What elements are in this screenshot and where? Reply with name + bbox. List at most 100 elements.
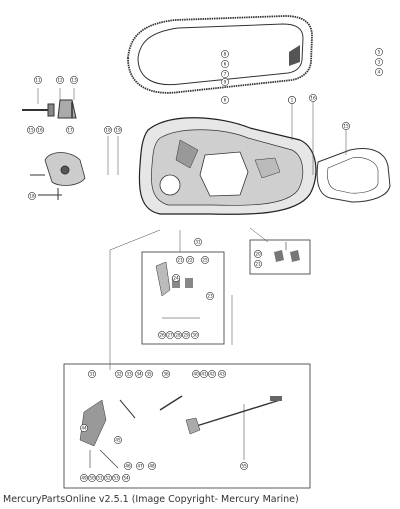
callout-bot-20: 53 <box>112 474 120 482</box>
callout-label: 5 <box>378 50 381 55</box>
callout-left-4: 18 <box>104 126 112 134</box>
callout-circle <box>221 50 229 58</box>
callout-label: 15 <box>343 124 349 129</box>
callout-mid-6: 26 <box>158 331 166 339</box>
callout-circle <box>104 474 112 482</box>
callout-circle <box>96 474 104 482</box>
cowl-seal <box>127 15 313 94</box>
control-detail-box <box>63 363 311 489</box>
callout-circle <box>375 68 383 76</box>
callout-circle <box>186 256 194 264</box>
callout-mid-3: 25 <box>201 256 209 264</box>
callout-top-left-3: 7 <box>221 70 229 78</box>
callout-label: 31 <box>195 240 201 245</box>
callout-bot-21: 54 <box>122 474 130 482</box>
callout-bot-6: 36 <box>162 370 170 378</box>
callout-label: 49 <box>81 476 87 481</box>
callout-label: 43 <box>219 372 225 377</box>
callout-bot-2: 32 <box>115 370 123 378</box>
callout-circle <box>288 96 296 104</box>
callout-label: 30 <box>192 333 198 338</box>
callout-circle <box>136 462 144 470</box>
callout-label: 9 <box>224 80 227 85</box>
callout-label: 8 <box>224 52 227 57</box>
callout-bot-10: 43 <box>218 370 226 378</box>
callout-bot-8: 41 <box>200 370 208 378</box>
fastener-detail-box <box>249 239 311 275</box>
callout-handle-2: 12 <box>56 76 64 84</box>
callout-label: 21 <box>255 262 261 267</box>
callout-label: 52 <box>105 476 111 481</box>
callout-label: 54 <box>123 476 129 481</box>
callout-circle <box>114 126 122 134</box>
callout-left-3: 17 <box>66 126 74 134</box>
callout-label: 34 <box>136 372 142 377</box>
callout-top-right-3: 4 <box>375 68 383 76</box>
callout-circle <box>112 474 120 482</box>
callout-top-left-4: 9 <box>221 78 229 86</box>
callout-label: 12 <box>57 78 63 83</box>
bottom-cowl-pan <box>138 117 317 215</box>
callout-label: 41 <box>201 372 207 377</box>
callout-label: 21 <box>177 258 183 263</box>
callout-circle <box>172 274 180 282</box>
callout-mid-7: 27 <box>166 331 174 339</box>
callout-bot-5: 35 <box>145 370 153 378</box>
callout-bot-12: 45 <box>114 436 122 444</box>
callout-circle <box>342 122 350 130</box>
callout-circle <box>206 292 214 300</box>
callout-label: 45 <box>115 438 121 443</box>
callout-label: 25 <box>202 258 208 263</box>
callout-circle <box>162 370 170 378</box>
callout-bot-1: 31 <box>88 370 96 378</box>
callout-label: 18 <box>105 128 111 133</box>
callout-top-right-2: 3 <box>375 58 383 66</box>
callout-circle <box>254 250 262 258</box>
callout-circle <box>145 370 153 378</box>
callout-circle <box>88 370 96 378</box>
callout-bot-14: 47 <box>136 462 144 470</box>
callout-label: 48 <box>149 464 155 469</box>
callout-circle <box>194 238 202 246</box>
callout-top-left-2: 6 <box>221 60 229 68</box>
callout-circle <box>88 474 96 482</box>
callout-handle-1: 11 <box>34 76 42 84</box>
callout-top-left-5: 6 <box>221 96 229 104</box>
callout-bot-15: 48 <box>148 462 156 470</box>
callout-label: 15 <box>28 128 34 133</box>
callout-label: 13 <box>71 78 77 83</box>
callout-circle <box>36 126 44 134</box>
callout-pan-seal: 16 <box>309 94 317 102</box>
callout-circle <box>158 331 166 339</box>
callout-circle <box>27 126 35 134</box>
callout-label: 42 <box>209 372 215 377</box>
callout-label: 33 <box>126 372 132 377</box>
callout-label: 51 <box>97 476 103 481</box>
callout-mid-8: 28 <box>174 331 182 339</box>
callout-circle <box>166 331 174 339</box>
callout-circle <box>192 370 200 378</box>
callout-circle <box>28 192 36 200</box>
callout-bot-17: 50 <box>88 474 96 482</box>
callout-circle <box>191 331 199 339</box>
callout-mid-2: 22 <box>186 256 194 264</box>
callout-left-6: 18 <box>28 192 36 200</box>
callout-circle <box>70 76 78 84</box>
handle-assembly <box>22 99 77 119</box>
callout-label: 20 <box>255 252 261 257</box>
callout-handle-3: 13 <box>70 76 78 84</box>
callout-label: 22 <box>187 258 193 263</box>
callout-label: 24 <box>173 276 179 281</box>
callout-mid-4: 24 <box>172 274 180 282</box>
callout-label: 50 <box>89 476 95 481</box>
callout-gasket: 15 <box>342 122 350 130</box>
callout-circle <box>104 126 112 134</box>
callout-circle <box>34 76 42 84</box>
callout-circle <box>176 256 184 264</box>
callout-mid-9: 29 <box>182 331 190 339</box>
callout-circle <box>208 370 216 378</box>
callout-label: 16 <box>310 96 316 101</box>
callout-pan: 1 <box>288 96 296 104</box>
callout-circle <box>254 260 262 268</box>
callout-bot-22: 55 <box>240 462 248 470</box>
